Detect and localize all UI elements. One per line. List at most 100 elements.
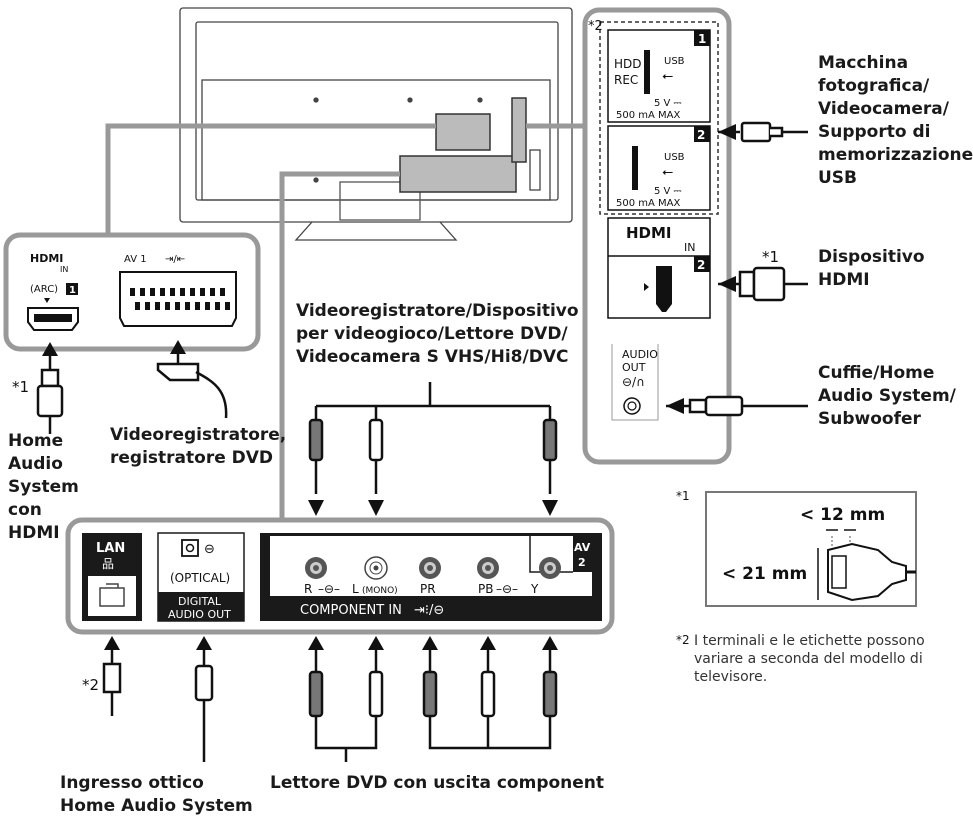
svg-text:< 21 mm: < 21 mm — [722, 564, 807, 584]
scart-pin — [135, 302, 140, 310]
svg-text:Y: Y — [530, 582, 539, 596]
bottom-rca-cables — [102, 636, 558, 762]
scart-pin — [185, 302, 190, 310]
svg-text:–⊖–: –⊖– — [496, 582, 518, 596]
scart-pin — [155, 302, 160, 310]
svg-text:5 V ⎓: 5 V ⎓ — [654, 98, 682, 109]
svg-text:2: 2 — [697, 128, 705, 142]
svg-text:R: R — [304, 582, 312, 596]
svg-text:AV: AV — [574, 541, 591, 554]
scart-pin — [205, 302, 210, 310]
component-in-port: AV 2 R –⊖– L (MONO) PR PB –⊖– Y COMPONEN… — [260, 533, 602, 621]
component-in-label: COMPONENT IN — [300, 603, 402, 618]
dvd-component-label: Lettore DVD con uscita component — [270, 773, 605, 793]
svg-text:PR: PR — [420, 582, 436, 596]
digital-audio-out-port: ⊖ (OPTICAL) DIGITAL AUDIO OUT — [157, 532, 245, 622]
av1-io-icon: ⇥/⇤ — [165, 254, 185, 265]
svg-text:HDD: HDD — [614, 57, 642, 71]
svg-text:5 V ⎓: 5 V ⎓ — [654, 186, 682, 197]
svg-text:AUDIO OUT: AUDIO OUT — [168, 608, 231, 621]
svg-text:500 mA MAX: 500 mA MAX — [616, 110, 680, 121]
scart-pin — [215, 302, 220, 310]
audio-out-port: AUDIO OUT ⊖/∩ — [611, 344, 659, 421]
svg-text:2: 2 — [697, 258, 705, 272]
hdmi2-port: HDMI IN 2 — [607, 217, 711, 319]
scart-pin — [180, 288, 185, 296]
bottom-port-panel: LAN 品 ⊖ (OPTICAL) DIGITAL AUDIO OUT AV 2 — [65, 517, 615, 635]
scart-pin — [195, 302, 200, 310]
svg-text:IN: IN — [684, 241, 695, 254]
top-rca-cables — [308, 382, 558, 516]
scart-pin — [170, 288, 175, 296]
component-jack-pb — [477, 557, 499, 579]
note-mark-1-left: *1 — [12, 378, 29, 396]
svg-text:–⊖–: –⊖– — [318, 582, 340, 596]
callout-lines — [105, 123, 585, 520]
svg-text:REC: REC — [614, 73, 638, 87]
scart-pin — [220, 288, 225, 296]
av1-scart-port: AV 1 ⇥/⇤ — [119, 254, 237, 327]
scart-pins — [130, 288, 230, 310]
svg-text:LAN: LAN — [96, 541, 125, 556]
left-port-panel: HDMI IN (ARC) 1 AV 1 ⇥/⇤ — [3, 232, 261, 352]
svg-text:OUT: OUT — [622, 361, 646, 374]
headphones-icon: ⊖/∩ — [622, 375, 645, 389]
note-mark-1-hdmi2: *1 — [762, 248, 779, 266]
svg-text:AUDIO: AUDIO — [622, 348, 658, 361]
scart-pin — [145, 302, 150, 310]
usb-icon: ⭠ — [662, 68, 673, 84]
svg-text:500 mA MAX: 500 mA MAX — [616, 198, 680, 209]
scart-pin — [160, 288, 165, 296]
svg-text:1: 1 — [698, 32, 706, 46]
svg-text:HDMI: HDMI — [626, 224, 672, 242]
right-connectors — [666, 121, 808, 417]
svg-text:USB: USB — [664, 152, 685, 163]
tv-port-areas — [399, 97, 527, 193]
scart-pin — [130, 288, 135, 296]
svg-text:(OPTICAL): (OPTICAL) — [170, 571, 230, 585]
lan-port: LAN 品 — [82, 533, 142, 621]
scart-pin — [175, 302, 180, 310]
scart-pin — [150, 288, 155, 296]
component-jack-r — [305, 557, 327, 579]
svg-text:L: L — [352, 582, 359, 596]
lan-network-icon: 品 — [102, 557, 114, 571]
hdmi1-arc-label: (ARC) — [30, 284, 58, 295]
output-icon: ⊖ — [204, 542, 215, 557]
right-port-panel: 1 HDD REC USB ⭠ 5 V ⎓ 500 mA MAX 2 USB ⭠… — [582, 7, 732, 465]
plug-size-inset: < 12 mm < 21 mm — [705, 491, 917, 607]
scart-pin — [140, 288, 145, 296]
svg-text:< 12 mm: < 12 mm — [800, 505, 885, 525]
vcr-dvd-recorder-label: Videoregistratore,registratore DVD — [110, 425, 287, 468]
av1-label: AV 1 — [124, 254, 147, 265]
svg-text:2: 2 — [578, 556, 586, 569]
scart-pin — [165, 302, 170, 310]
scart-pin — [210, 288, 215, 296]
svg-text:1: 1 — [69, 285, 76, 296]
svg-text:USB: USB — [664, 56, 685, 67]
note-mark-2-lan: *2 — [82, 676, 99, 694]
usb2-port: 2 USB ⭠ 5 V ⎓ 500 mA MAX — [607, 125, 711, 211]
hdmi1-logo: HDMI — [30, 252, 63, 265]
note-mark-2-top: *2 — [588, 19, 603, 34]
scart-pin — [225, 302, 230, 310]
component-jack-l — [364, 556, 388, 580]
usb-icon-2: ⭠ — [662, 164, 673, 180]
note-mark-1-inset: *1 — [676, 489, 690, 503]
note-mark-2-bottom: *2 — [676, 633, 690, 647]
component-jack-pr — [419, 557, 441, 579]
scart-pin — [190, 288, 195, 296]
hdmi1-port: HDMI IN (ARC) 1 — [27, 252, 79, 331]
component-jack-y — [539, 557, 561, 579]
usb1-port: 1 HDD REC USB ⭠ 5 V ⎓ 500 mA MAX — [607, 29, 711, 123]
svg-text:DIGITAL: DIGITAL — [178, 595, 222, 608]
svg-text:PB: PB — [478, 582, 493, 596]
component-input-icon: ⇥⁝/⊖ — [414, 603, 444, 618]
